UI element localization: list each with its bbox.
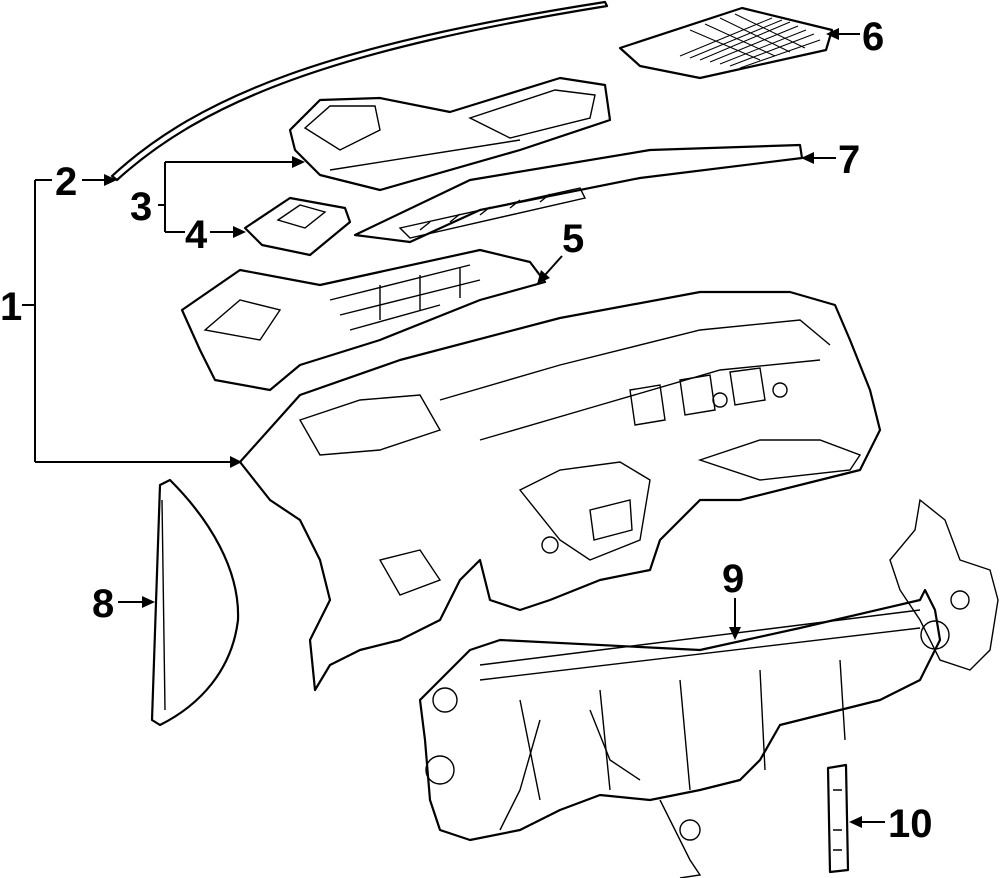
callout-3: 3 (130, 185, 152, 229)
part-5-upper-carrier[interactable] (180, 248, 547, 392)
callout-8: 8 (92, 582, 114, 626)
part-4-vent-module[interactable] (243, 196, 352, 257)
part-10-bracket[interactable] (826, 763, 850, 874)
callout-9: 9 (722, 557, 744, 601)
part-8-end-cap[interactable] (150, 478, 240, 727)
part-6-speaker-grille[interactable] (618, 6, 834, 80)
callout-1: 1 (0, 285, 22, 329)
callout-4: 4 (185, 213, 208, 257)
callout-2: 2 (55, 160, 77, 204)
part-2-seal-strip[interactable] (110, 0, 609, 182)
part-1-instrument-panel[interactable] (238, 290, 882, 692)
leader-lines (22, 28, 885, 828)
callout-7: 7 (838, 138, 860, 182)
part-9-cross-car-beam[interactable] (418, 498, 999, 878)
part-3-upper-cover[interactable] (288, 76, 612, 192)
callout-6: 6 (862, 15, 884, 59)
callout-labels: 1 2 3 4 5 6 7 8 9 10 (0, 15, 933, 846)
callout-5: 5 (562, 217, 584, 261)
callout-10: 10 (888, 802, 933, 846)
